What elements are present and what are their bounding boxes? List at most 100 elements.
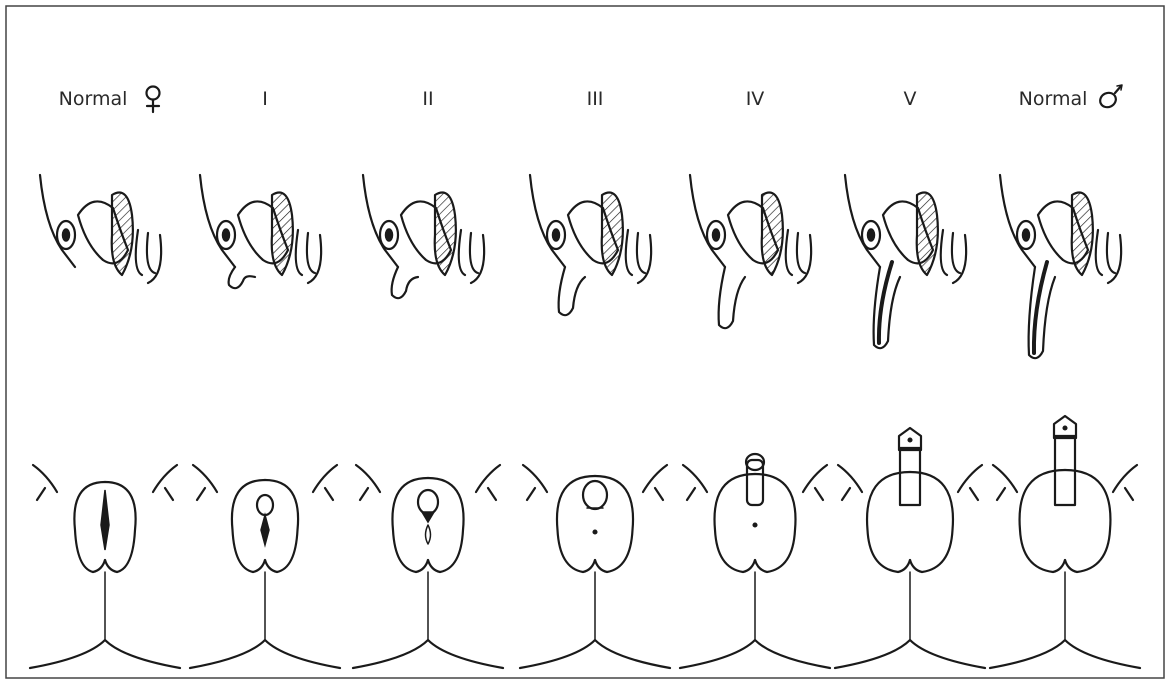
phallus-outline bbox=[229, 267, 255, 288]
labioscrotal-fold-right bbox=[595, 476, 633, 572]
thigh-crease-right bbox=[165, 488, 173, 500]
sagittal-section bbox=[363, 175, 484, 298]
buttock-curve bbox=[470, 233, 478, 273]
gluteal-cleft bbox=[990, 640, 1140, 668]
bladder-lumen bbox=[223, 229, 230, 241]
rectum-hatched bbox=[272, 193, 293, 276]
thigh-crease-right bbox=[970, 488, 978, 500]
bladder-lumen bbox=[713, 229, 720, 241]
sagittal-section bbox=[845, 175, 966, 348]
vulval-cleft bbox=[101, 490, 109, 550]
phallus-outline bbox=[559, 267, 585, 315]
buttock-curve bbox=[307, 233, 315, 273]
labioscrotal-fold-right bbox=[105, 482, 136, 572]
buttock-curve bbox=[148, 235, 161, 283]
labioscrotal-fold-right bbox=[910, 472, 953, 572]
labioscrotal-fold-left bbox=[232, 480, 265, 572]
urethra-line bbox=[879, 262, 892, 343]
sagittal-section bbox=[530, 175, 651, 315]
buttock-curve bbox=[786, 230, 792, 275]
phallus-glans bbox=[583, 481, 607, 509]
stage-column-2: I bbox=[190, 88, 340, 668]
thigh-crease-right bbox=[1125, 488, 1133, 500]
figure-frame bbox=[6, 6, 1164, 678]
buttock-curve bbox=[638, 235, 651, 283]
gluteal-cleft bbox=[30, 640, 180, 668]
phallus-outline bbox=[719, 267, 745, 328]
external-view bbox=[353, 465, 503, 668]
bladder-lumen bbox=[1023, 229, 1030, 241]
buttock-curve bbox=[296, 230, 302, 275]
thigh-crease-right bbox=[488, 488, 496, 500]
rectum-hatched bbox=[1072, 193, 1093, 276]
urogenital-opening bbox=[261, 515, 269, 545]
thigh-crease-left bbox=[197, 488, 205, 500]
thigh-crease-right bbox=[325, 488, 333, 500]
gluteal-cleft bbox=[680, 640, 830, 668]
thigh-crease-right bbox=[655, 488, 663, 500]
phallus-outline bbox=[392, 267, 418, 298]
sagittal-section bbox=[40, 175, 161, 283]
external-view bbox=[990, 416, 1140, 668]
gluteal-cleft bbox=[353, 640, 503, 668]
sagittal-section bbox=[1000, 175, 1121, 358]
buttock-curve bbox=[798, 235, 811, 283]
phallus-shaft bbox=[747, 460, 763, 505]
external-view bbox=[30, 465, 180, 668]
labioscrotal-fold-right bbox=[265, 480, 298, 572]
bladder-lumen bbox=[553, 229, 560, 241]
bladder-lumen bbox=[868, 229, 875, 241]
thigh-crease-left bbox=[687, 488, 695, 500]
stage-label: II bbox=[422, 88, 433, 110]
labioscrotal-fold-left bbox=[867, 472, 910, 572]
stage-column-5: IV bbox=[680, 88, 830, 668]
buttock-curve bbox=[471, 235, 484, 283]
buttock-curve bbox=[1096, 230, 1102, 275]
phallus-glans bbox=[418, 490, 438, 514]
gluteal-cleft bbox=[190, 640, 340, 668]
stage-column-4: III bbox=[520, 88, 670, 668]
rectum-hatched bbox=[112, 193, 133, 276]
buttock-curve bbox=[1107, 233, 1115, 273]
external-view bbox=[835, 428, 985, 668]
clitoris-outline bbox=[257, 495, 273, 515]
external-view bbox=[680, 454, 830, 668]
stage-label: III bbox=[587, 88, 604, 110]
urethral-meatus bbox=[422, 512, 434, 522]
thigh-crease-left bbox=[360, 488, 368, 500]
stage-column-7: Normal bbox=[990, 85, 1140, 668]
sagittal-section bbox=[690, 175, 811, 328]
phallus-shaft bbox=[900, 448, 920, 505]
labioscrotal-fold-left bbox=[1020, 470, 1065, 572]
stage-label: Normal bbox=[1019, 88, 1088, 110]
bladder-lumen bbox=[63, 229, 70, 241]
urogenital-sinus bbox=[426, 525, 431, 544]
thigh-crease-left bbox=[842, 488, 850, 500]
stage-label: Normal bbox=[59, 88, 128, 110]
buttock-curve bbox=[637, 233, 645, 273]
gluteal-cleft bbox=[520, 640, 670, 668]
buttock-curve bbox=[953, 235, 966, 283]
urethral-meatus bbox=[1063, 426, 1067, 430]
thigh-crease-right bbox=[815, 488, 823, 500]
stage-column-1: Normal bbox=[30, 87, 180, 669]
buttock-curve bbox=[459, 230, 465, 275]
stage-label: V bbox=[904, 88, 917, 110]
bladder-lumen bbox=[386, 229, 393, 241]
labioscrotal-fold-left bbox=[74, 482, 105, 572]
buttock-curve bbox=[797, 233, 805, 273]
stage-column-3: II bbox=[353, 88, 503, 668]
urethral-meatus bbox=[753, 523, 757, 527]
stage-label: I bbox=[262, 88, 268, 110]
buttock-curve bbox=[136, 230, 142, 275]
thigh-crease-left bbox=[37, 488, 45, 500]
buttock-curve bbox=[941, 230, 947, 275]
urogenital-opening bbox=[593, 530, 597, 534]
buttock-curve bbox=[626, 230, 632, 275]
thigh-crease-left bbox=[997, 488, 1005, 500]
external-view bbox=[190, 465, 340, 668]
thigh-crease-left bbox=[527, 488, 535, 500]
rectum-hatched bbox=[435, 193, 456, 276]
